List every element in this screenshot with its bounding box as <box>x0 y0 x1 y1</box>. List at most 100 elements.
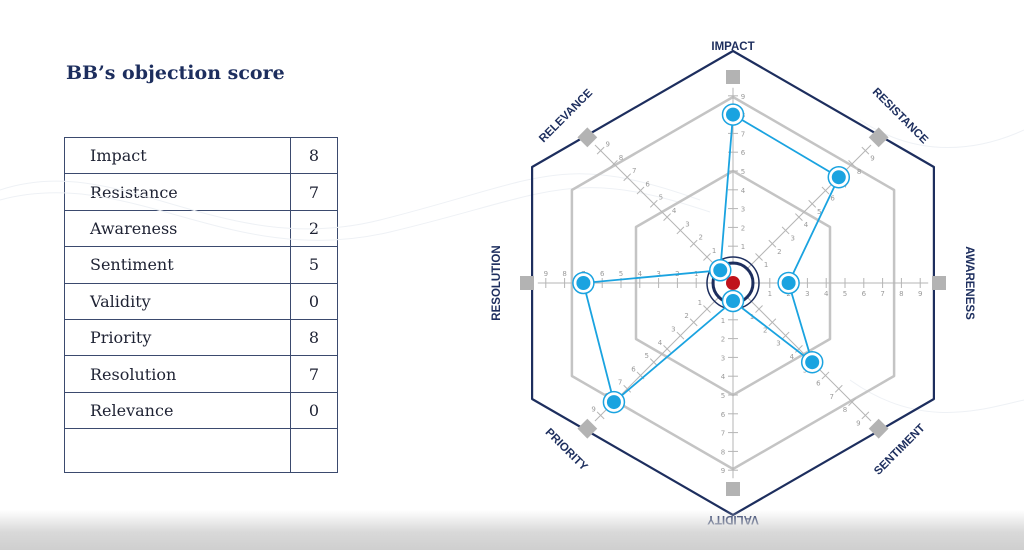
axis-tick-label: 9 <box>544 270 548 278</box>
axis-tick-label: 9 <box>918 290 922 298</box>
axis-tick <box>755 253 763 261</box>
axis-tick <box>808 199 817 208</box>
axis-tick <box>795 213 803 221</box>
row-value: 0 <box>290 391 338 430</box>
axis-tick-label: 6 <box>830 195 835 203</box>
axis-label-awareness: AWARENESS <box>963 246 975 320</box>
axis-tick <box>623 384 632 393</box>
axis-tick-label: 7 <box>880 290 884 298</box>
axis-tick-label: 5 <box>659 194 663 202</box>
data-point-awareness <box>781 276 796 290</box>
axis-tick <box>848 160 856 168</box>
axis-tick-label: 9 <box>605 141 609 149</box>
axis-tick <box>861 146 870 155</box>
row-label: Awareness <box>64 209 291 248</box>
row-label: Sentiment <box>64 246 291 284</box>
axis-end-marker <box>577 418 598 439</box>
axis-tick <box>649 199 658 208</box>
row-value: 8 <box>290 136 338 175</box>
axis-tick <box>755 305 763 313</box>
axis-tick <box>795 345 803 353</box>
axis-tick-label: 4 <box>804 221 809 229</box>
axis-tick-label: 3 <box>776 340 780 348</box>
axis-tick <box>781 331 790 340</box>
axis-tick-label: 4 <box>672 207 677 215</box>
axis-label-resolution: RESOLUTION <box>491 245 503 320</box>
axis-tick-label: 1 <box>694 270 698 278</box>
data-point-impact <box>726 107 740 122</box>
axis-tick-label: 5 <box>644 352 648 360</box>
axis-end-marker <box>726 482 740 496</box>
axis-tick-label: 5 <box>817 208 821 216</box>
axis-tick <box>596 146 605 155</box>
axis-tick-label: 7 <box>632 167 636 175</box>
axis-tick-label: 4 <box>824 290 829 298</box>
axis-end-marker <box>932 276 946 290</box>
center-dot <box>726 276 740 290</box>
row-value: 5 <box>290 246 338 284</box>
axis-tick <box>821 186 830 195</box>
axis-tick-label: 8 <box>899 290 903 298</box>
axis-line-resistance <box>745 144 872 271</box>
axis-tick <box>676 226 685 235</box>
axis-tick-label: 5 <box>619 270 623 278</box>
axis-tick <box>623 173 632 182</box>
axis-tick-label: 7 <box>721 430 725 438</box>
axis-tick <box>689 318 698 327</box>
axis-tick-label: 3 <box>721 354 725 362</box>
axis-tick-label: 5 <box>843 290 847 298</box>
axis-tick <box>834 384 843 393</box>
axis-tick-label: 6 <box>862 290 867 298</box>
data-point-priority <box>606 395 621 410</box>
axis-tick-label: 3 <box>685 220 689 228</box>
axis-tick-label: 2 <box>684 312 688 320</box>
background-wave-decoration <box>0 119 1024 413</box>
axis-line-relevance <box>594 144 721 271</box>
axis-tick <box>663 345 671 353</box>
page-title: BB’s objection score <box>66 62 285 84</box>
axis-label-impact: IMPACT <box>711 41 754 53</box>
row-label: Resolution <box>64 355 291 393</box>
axis-tick-label: 1 <box>764 261 768 269</box>
axis-tick <box>676 331 685 340</box>
axis-tick-label: 7 <box>618 379 622 387</box>
axis-tick-label: 2 <box>741 224 745 232</box>
axis-tick-label: 6 <box>600 270 605 278</box>
axis-tick <box>649 358 658 367</box>
data-point-resolution <box>576 276 591 290</box>
axis-tick-label: 4 <box>658 339 663 347</box>
axis-tick-label: 4 <box>638 270 643 278</box>
axis-tick <box>636 186 645 195</box>
axis-tick-label: 1 <box>768 290 772 298</box>
axis-end-marker <box>868 418 889 439</box>
axis-tick-label: 2 <box>699 234 703 242</box>
axis-tick-label: 6 <box>645 180 650 188</box>
axis-tick-label: 3 <box>741 206 745 214</box>
axis-tick-label: 1 <box>698 299 702 307</box>
axis-tick-label: 1 <box>721 317 725 325</box>
axis-tick-label: 3 <box>790 234 794 242</box>
axis-tick-label: 9 <box>591 405 595 413</box>
axis-tick-label: 8 <box>562 270 566 278</box>
axis-tick-label: 7 <box>741 130 745 138</box>
axis-tick <box>861 411 870 420</box>
row-label: Validity <box>64 282 291 320</box>
axis-tick <box>821 371 830 380</box>
row-label: Relevance <box>64 391 291 430</box>
axis-tick <box>689 239 698 248</box>
axis-tick-label: 8 <box>721 448 725 456</box>
axis-tick-label: 3 <box>656 270 660 278</box>
axis-tick-label: 6 <box>631 365 636 373</box>
axis-tick-label: 9 <box>721 467 725 475</box>
axis-tick-label: 8 <box>857 168 861 176</box>
axis-tick <box>663 213 671 221</box>
axis-tick-label: 8 <box>843 406 847 414</box>
axis-tick <box>703 253 711 261</box>
axis-tick-label: 8 <box>619 154 623 162</box>
